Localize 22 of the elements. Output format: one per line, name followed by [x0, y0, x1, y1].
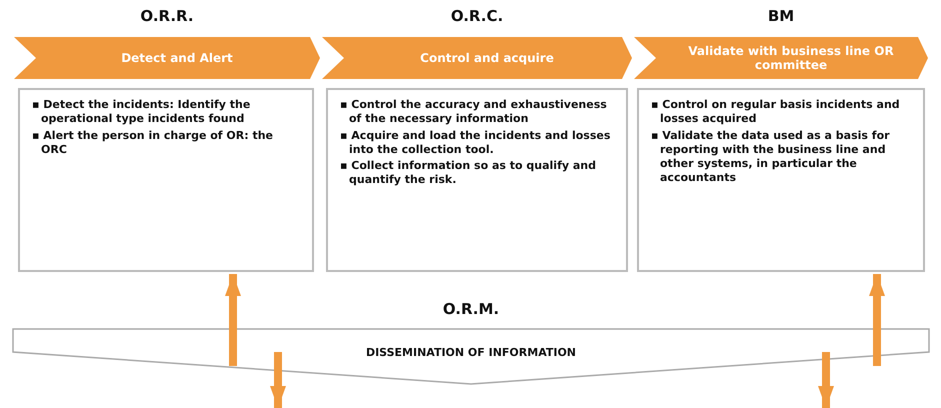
role-heading: BM: [766, 7, 796, 25]
role-heading: O.R.M.: [442, 300, 500, 318]
bullet-item: ▪ Validate the data used as a basis for reporting with the business line and other systems, in particular the accountants: [651, 128, 891, 186]
bullet-item: ▪ Control the accuracy and exhaustiveness of the necessary information: [340, 98, 608, 127]
bullet-item: ▪ Alert the person in charge of OR: the ORC: [32, 128, 274, 158]
bullet-item: ▪ Collect information so as to qualify and quantify the risk.: [340, 159, 597, 188]
bullet-item: ▪ Acquire and load the incidents and losses into the collection tool.: [340, 128, 612, 158]
arrow: [225, 274, 241, 366]
role-heading: O.R.R.: [139, 7, 195, 25]
bullet-item: ▪ Control on regular basis incidents and losses acquired: [651, 98, 901, 127]
arrow: [818, 352, 834, 408]
band-label: DISSEMINATION OF INFORMATION: [366, 346, 576, 359]
task-panel: [326, 88, 628, 272]
arrow: [869, 274, 885, 366]
arrow: [270, 352, 286, 408]
task-panel: [18, 88, 314, 272]
role-heading: O.R.C.: [450, 7, 504, 25]
bullet-item: ▪ Detect the incidents: Identify the operational type incidents found: [32, 98, 252, 127]
step-title: Control and acquire: [420, 50, 554, 66]
task-panel: [637, 88, 925, 272]
step-title: Validate with business line OR committee: [687, 44, 895, 72]
step-title: Detect and Alert: [121, 50, 233, 66]
